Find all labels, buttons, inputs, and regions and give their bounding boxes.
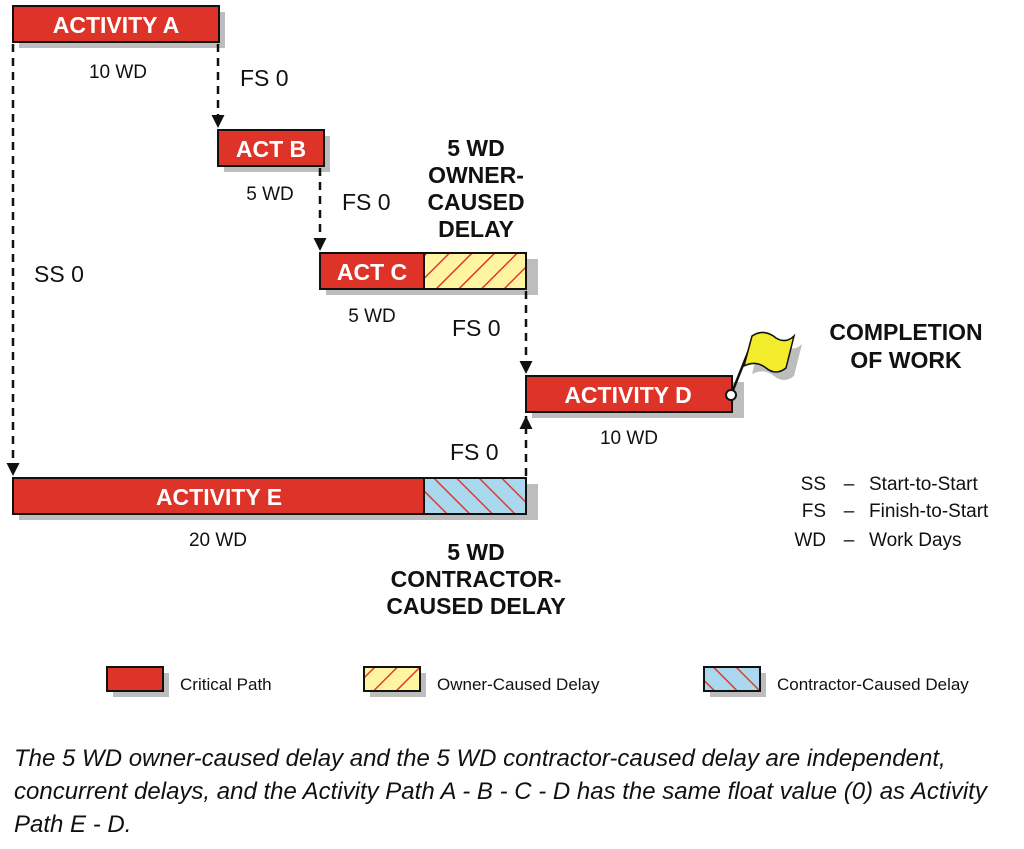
activity-b-label: ACT B (236, 136, 306, 162)
caption: The 5 WD owner-caused delay and the 5 WD… (14, 745, 987, 838)
legend-contractor-label: Contractor-Caused Delay (777, 675, 969, 694)
svg-text:CAUSED: CAUSED (427, 189, 524, 215)
svg-text:CAUSED DELAY: CAUSED DELAY (386, 593, 565, 619)
svg-text:–: – (844, 530, 855, 551)
completion-callout: COMPLETION OF WORK (829, 319, 982, 373)
activity-d: ACTIVITY D 10 WD (525, 375, 733, 449)
activity-c-duration: 5 WD (348, 306, 396, 327)
svg-text:CONTRACTOR-: CONTRACTOR- (391, 566, 562, 592)
activity-a-bar (12, 5, 220, 43)
svg-text:FS: FS (802, 501, 826, 522)
svg-text:5 WD: 5 WD (447, 135, 505, 161)
activity-d-label: ACTIVITY D (564, 382, 691, 408)
relationship-c-d: FS 0 (452, 315, 501, 341)
activity-a-duration: 10 WD (89, 62, 147, 83)
activity-b-bar (217, 129, 325, 167)
owner-delay-bar (423, 252, 527, 290)
svg-text:–: – (844, 474, 855, 495)
owner-delay-callout: 5 WD OWNER- CAUSED DELAY (427, 135, 524, 242)
activity-c-label: ACT C (337, 259, 407, 285)
svg-text:OF WORK: OF WORK (850, 347, 962, 373)
abbreviation-key: SS – Start-to-Start FS – Finish-to-Start… (794, 474, 989, 551)
svg-text:DELAY: DELAY (438, 216, 514, 242)
activity-b-duration: 5 WD (246, 184, 294, 205)
activity-e: ACTIVITY E 20 WD (12, 477, 527, 551)
activity-c: ACT C 5 WD (319, 252, 527, 327)
activity-e-label: ACTIVITY E (156, 484, 282, 510)
svg-text:–: – (844, 501, 855, 522)
dependency-arrows (6, 44, 533, 476)
activity-b: ACT B 5 WD (217, 129, 325, 205)
svg-text:OWNER-: OWNER- (428, 162, 524, 188)
contractor-delay-bar (423, 477, 527, 515)
relationship-a-b: FS 0 (240, 65, 289, 91)
svg-text:SS: SS (801, 474, 826, 495)
activity-c-bar (319, 252, 425, 290)
legend-critical-label: Critical Path (180, 675, 272, 694)
svg-text:5 WD: 5 WD (447, 539, 505, 565)
legend-critical-swatch (106, 666, 164, 692)
relationship-a-e: SS 0 (34, 261, 84, 287)
svg-text:WD: WD (794, 530, 826, 551)
legend-owner-swatch (363, 666, 421, 692)
completion-flag-icon (725, 331, 802, 401)
activity-e-duration: 20 WD (189, 530, 247, 551)
svg-text:Work Days: Work Days (869, 530, 962, 551)
activity-a: ACTIVITY A 10 WD (12, 5, 220, 83)
activity-d-bar (525, 375, 733, 413)
legend: Critical Path Owner-Caused Delay Contrac… (106, 666, 969, 694)
activity-d-duration: 10 WD (600, 428, 658, 449)
legend-owner-label: Owner-Caused Delay (437, 675, 600, 694)
relationship-b-c: FS 0 (342, 189, 391, 215)
flag-cloth (742, 331, 796, 373)
svg-text:Finish-to-Start: Finish-to-Start (869, 501, 989, 522)
contractor-delay-callout: 5 WD CONTRACTOR- CAUSED DELAY (386, 539, 565, 619)
svg-text:Start-to-Start: Start-to-Start (869, 474, 978, 495)
activity-a-label: ACTIVITY A (53, 12, 180, 38)
legend-contractor-swatch (703, 666, 761, 692)
relationship-e-d: FS 0 (450, 439, 499, 465)
svg-text:COMPLETION: COMPLETION (829, 319, 982, 345)
